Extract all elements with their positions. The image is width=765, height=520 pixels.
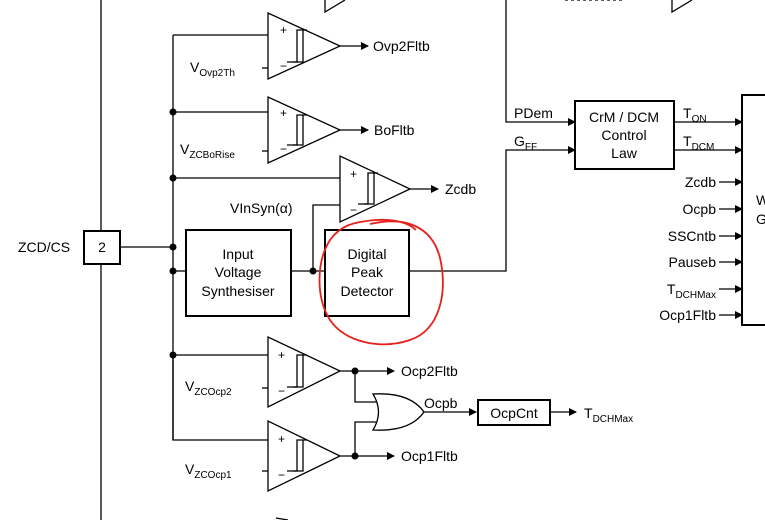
right-signal-label: Ocp1Fltb [659,307,716,323]
right-signal-label: Pauseb [669,254,717,270]
svg-text:W: W [756,192,765,208]
right-signal-label: SSCntb [668,228,716,244]
svg-text:−: − [280,142,287,156]
highlight-circle [318,218,444,346]
svg-text:Control: Control [601,127,646,143]
ton-label: TON [683,105,707,125]
input-voltage-synthesiser-block: Input Voltage Synthesiser [173,229,325,317]
comparator-bo: + − BoFltb VZCBoRise [173,95,415,165]
svg-text:Digital: Digital [348,246,387,262]
ocpb-gate-label: Ocpb [424,395,458,411]
svg-text:+: + [280,23,287,37]
ocp1-reference-label: VZCOcp1 [185,461,232,481]
svg-text:+: + [350,167,357,181]
pin-name: ZCD/CS [18,239,70,255]
pin-number: 2 [98,239,106,255]
svg-text:+: + [278,348,285,362]
ovp2-output-label: Ovp2Fltb [373,38,430,54]
vinsyn-label: VInSyn(α) [230,200,293,216]
svg-text:+: + [278,432,285,446]
tdchmax-label: TDCHMax [584,405,633,425]
comparator-ocp2: + − Ocp2Fltb VZCOcp2 [173,335,458,409]
svg-text:−: − [280,59,287,73]
svg-text:Peak: Peak [351,264,384,280]
svg-text:Voltage: Voltage [215,264,262,280]
comparator-ocp1: + − Ocp1Fltb VZCOcp1 [172,355,458,493]
comparator-zcd: + − Zcdb VInSyn(α) [173,154,476,271]
right-partial-block: W G [741,94,765,326]
right-signal-label: Ocpb [683,201,717,217]
svg-text:+: + [280,106,287,120]
svg-text:G: G [756,211,765,227]
svg-text:Detector: Detector [341,283,394,299]
comparator-ovp2: + − Ovp2Fltb VOvp2Th [173,11,430,81]
ocp2-reference-label: VZCOcp2 [185,378,232,398]
svg-text:Synthesiser: Synthesiser [201,283,274,299]
svg-text:−: − [350,203,357,217]
bo-reference-label: VZCBoRise [180,141,235,161]
tdcm-label: TDCM [683,133,714,153]
zcd-pin: ZCD/CS 2 [18,230,121,265]
top-partial-elements [324,0,693,14]
ocp2-output-label: Ocp2Fltb [401,363,458,379]
control-law-block: CrM / DCM Control Law TON TDCM [574,100,743,170]
digital-peak-detector-block: Digital Peak Detector [324,146,576,317]
right-signal-label: TDCHMax [667,281,716,301]
svg-text:Law: Law [611,145,638,161]
ocp1-output-label: Ocp1Fltb [401,448,458,464]
gff-label: GFF [514,133,537,153]
bo-output-label: BoFltb [374,122,415,138]
ocpcnt-block: OcpCnt TDCHMax [477,399,633,426]
or-gate: Ocpb [354,371,477,456]
ovp2-reference-label: VOvp2Th [190,59,235,79]
svg-text:OcpCnt: OcpCnt [490,405,538,421]
svg-text:−: − [278,468,285,482]
svg-text:CrM / DCM: CrM / DCM [589,109,659,125]
svg-text:−: − [278,384,285,398]
right-signal-label: Zcdb [685,174,716,190]
zcd-output-label: Zcdb [445,181,476,197]
svg-text:Input: Input [222,246,253,262]
pdem-label: PDem [514,105,553,121]
